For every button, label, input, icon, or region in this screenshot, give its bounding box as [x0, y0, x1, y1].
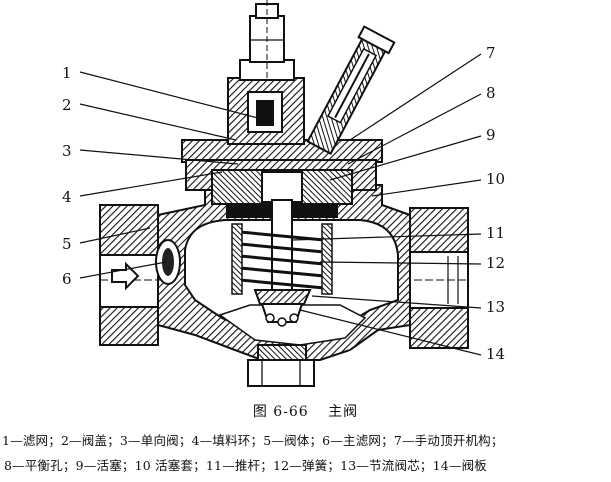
callout-1: 1: [62, 64, 72, 82]
callout-2: 2: [62, 96, 72, 114]
callout-10: 10: [486, 170, 505, 188]
callout-9: 9: [486, 126, 496, 144]
legend-line-1: 1—滤网；2—阀盖；3—单向阀；4—填料环；5—阀体；6—主滤网；7—手动顶开机…: [2, 433, 504, 448]
callout-13: 13: [486, 298, 505, 316]
callout-7: 7: [486, 44, 496, 62]
callout-11: 11: [486, 224, 505, 242]
leader-lines: [79, 53, 482, 356]
figure-caption: 图 6-66 主阀: [0, 401, 611, 421]
valve-cross-section: 1 2 3 4 5 6 7 8 9 10 11 12 13 14: [62, 0, 505, 387]
legend-line-2: 8—平衡孔；9—活塞；10 活塞套；11—推杆；12—弹簧；13—节流阀芯；14…: [4, 458, 488, 473]
callout-8: 8: [486, 84, 496, 102]
top-cap: [239, 0, 295, 81]
valve-bonnet: [181, 77, 383, 191]
callout-3: 3: [62, 142, 72, 160]
callout-6: 6: [62, 270, 72, 288]
throttle-plug: [253, 289, 312, 327]
callout-12: 12: [486, 254, 505, 272]
figure-number: 图 6-66: [252, 404, 309, 420]
callout-4: 4: [62, 188, 72, 206]
manual-lift-mechanism: [306, 25, 396, 156]
push-rod-spring: [231, 199, 333, 319]
figure-title: 主阀: [328, 404, 359, 420]
callout-labels: 1 2 3 4 5 6 7 8 9 10 11 12 13 14: [62, 44, 505, 363]
callout-5: 5: [62, 235, 72, 253]
callout-14: 14: [486, 345, 505, 363]
main-strainer: [155, 239, 181, 285]
